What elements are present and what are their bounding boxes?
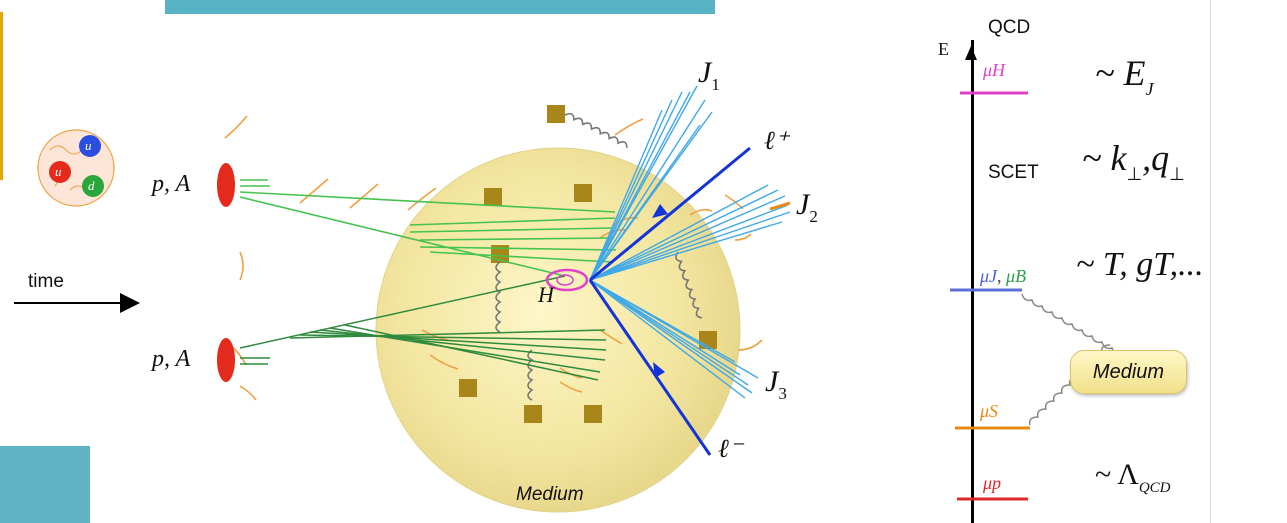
jet-j2-letter: J — [796, 188, 810, 221]
lepton-plus-arrow — [652, 204, 668, 218]
relation-kq-q: ,q — [1142, 138, 1170, 178]
lepton-plus-label: ℓ⁺ — [764, 126, 789, 155]
scet-label: SCET — [988, 162, 1039, 183]
green-tracks-lower — [239, 275, 607, 381]
jet-j1-subscript: 1 — [711, 75, 720, 94]
scale-label-mu-j: μJ — [980, 266, 998, 286]
relation-kq-sub2: ⊥ — [1169, 164, 1185, 184]
energy-axis-arrow — [965, 46, 977, 60]
jet-j3 — [589, 279, 759, 399]
relation-ej-main: ~ E — [1095, 53, 1146, 93]
relation-t: ~ T, gT,... — [1076, 246, 1204, 283]
energy-axis — [971, 40, 974, 523]
relation-kq-sub1: ⊥ — [1126, 164, 1143, 184]
scale-label-mu-p: μp — [983, 473, 1002, 493]
lepton-minus-arrow — [653, 362, 665, 378]
title-bar — [165, 0, 715, 14]
proton-icon — [37, 129, 115, 207]
scale-label-mu-h: μH — [983, 60, 1006, 80]
quark-d: d — [88, 178, 95, 193]
jet-j2-subscript: 2 — [809, 207, 818, 226]
jet-j3-subscript: 3 — [778, 384, 787, 403]
scale-label-mu-jb: μJ, μB — [980, 266, 1027, 286]
higgs-label: H — [538, 282, 554, 307]
collision-diagram — [14, 85, 791, 513]
energy-axis-label: E — [938, 39, 949, 59]
left-edge-bar — [0, 12, 3, 180]
green-tracks-upper — [239, 179, 617, 277]
jet-j3-letter: J — [765, 365, 779, 398]
relation-ej: ~ EJ — [1095, 53, 1153, 98]
beam-lower — [217, 338, 235, 382]
higgs-vertex — [545, 268, 589, 292]
relation-lqcd-main: ~ Λ — [1095, 458, 1139, 491]
lepton-minus-label: ℓ⁻ — [718, 434, 743, 463]
qcd-label: QCD — [988, 17, 1031, 38]
time-label: time — [28, 271, 64, 292]
relation-lqcd: ~ ΛQCD — [1095, 458, 1171, 496]
gluon-boxes — [459, 105, 717, 423]
medium-label: Medium — [516, 484, 584, 505]
scale-label-mu-b: μB — [1006, 266, 1027, 286]
jet-j1-letter: J — [698, 56, 712, 89]
medium-pill: Medium — [1070, 350, 1187, 394]
lepton-minus — [588, 279, 712, 456]
lepton-plus — [589, 146, 751, 282]
divider — [1210, 0, 1211, 523]
corner-block — [0, 446, 90, 523]
beam-lower-label: p, A — [152, 346, 191, 372]
quark-u-left: u — [55, 164, 62, 179]
gluon-springs — [495, 112, 703, 401]
relation-ej-sub: J — [1145, 79, 1154, 99]
jet-j2-orange — [769, 201, 791, 211]
relation-lqcd-sub: QCD — [1138, 480, 1171, 496]
jet-j2 — [589, 184, 791, 281]
quark-u-top: u — [85, 138, 92, 153]
relation-kq: ~ k⊥,q⊥ — [1082, 138, 1185, 183]
beam-upper — [217, 163, 235, 207]
jet-j3-label: J3 — [765, 365, 787, 403]
jet-j2-label: J2 — [796, 188, 818, 226]
jet-j1 — [589, 85, 713, 281]
scale-label-mu-s: μS — [980, 401, 999, 421]
jet-j1-label: J1 — [698, 56, 720, 94]
beam-upper-label: p, A — [152, 171, 191, 197]
relation-kq-k: ~ k — [1082, 138, 1127, 178]
